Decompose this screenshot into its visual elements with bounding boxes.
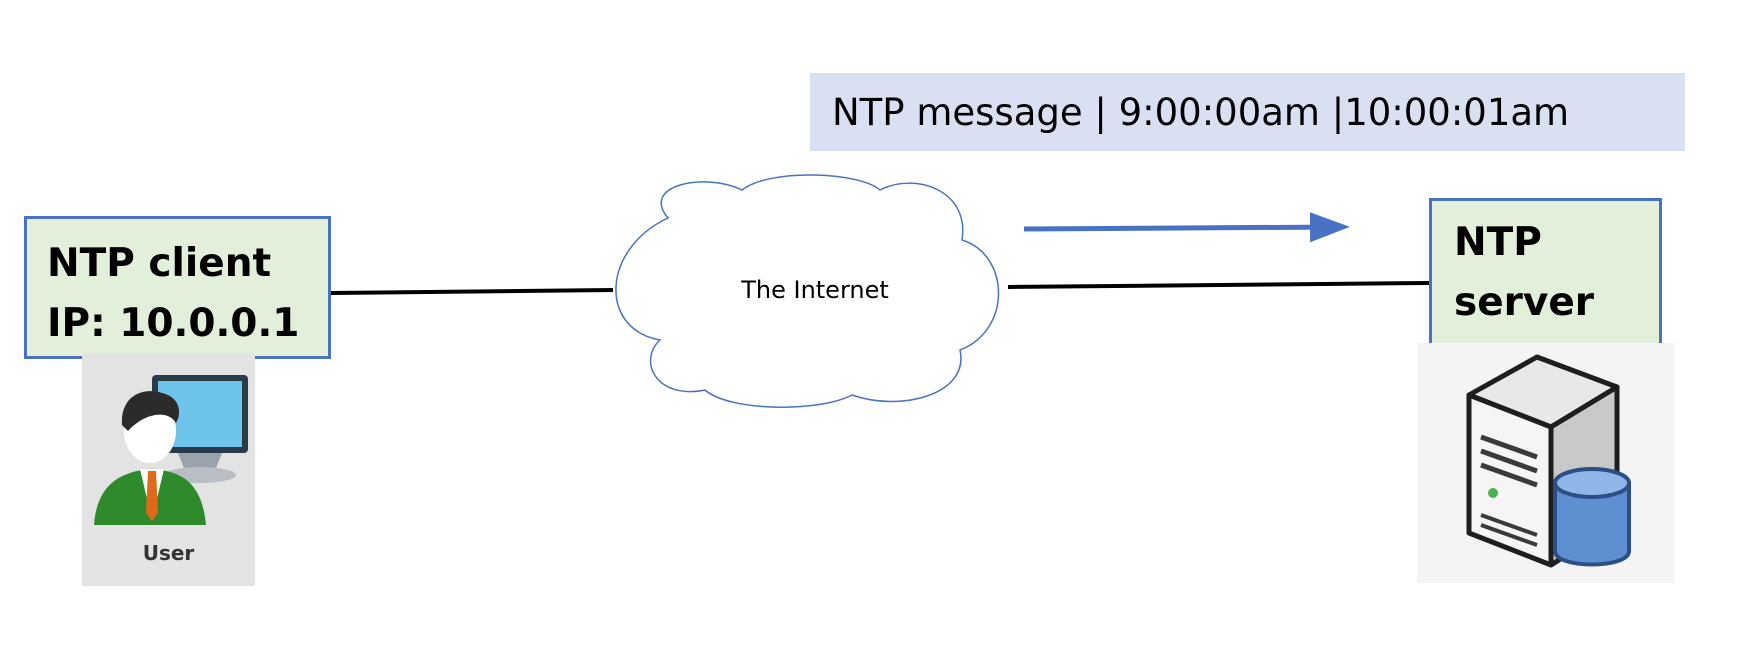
user-icon: User xyxy=(82,353,255,586)
internet-cloud xyxy=(615,174,1000,408)
ntp-message-text: NTP message | 9:00:00am |10:00:01am xyxy=(832,90,1570,134)
server-title-line1: NTP xyxy=(1454,220,1542,265)
internet-label: The Internet xyxy=(741,276,889,304)
client-link-line xyxy=(330,288,614,295)
ntp-server-box: NTP server xyxy=(1429,198,1662,344)
ntp-message-box: NTP message | 9:00:00am |10:00:01am xyxy=(810,73,1685,151)
direction-arrow xyxy=(1023,212,1350,243)
server-title-line2: server xyxy=(1454,280,1595,325)
server-link-line xyxy=(1007,281,1430,289)
server-icon xyxy=(1417,343,1674,583)
ntp-client-box: NTP client IP: 10.0.0.1 xyxy=(24,216,331,359)
client-title: NTP client xyxy=(47,241,272,286)
user-label: User xyxy=(142,541,195,565)
client-ip: IP: 10.0.0.1 xyxy=(47,301,300,346)
